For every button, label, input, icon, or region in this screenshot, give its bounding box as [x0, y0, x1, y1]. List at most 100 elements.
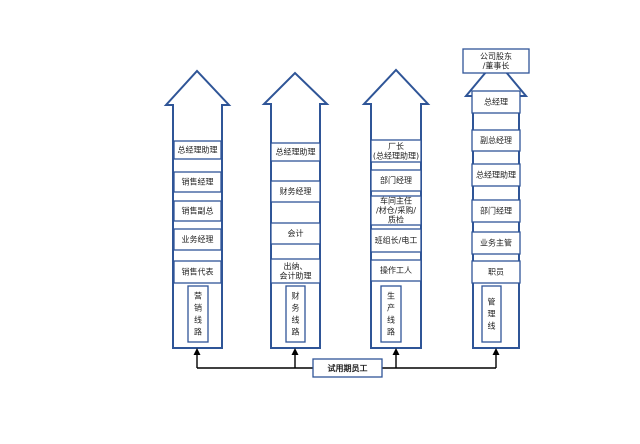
position-box-frame	[471, 163, 521, 187]
track-label-char: 线	[194, 315, 202, 325]
position-label: 职员	[488, 268, 504, 277]
track-label-char: 营	[194, 291, 202, 301]
position-box: 财务经理	[270, 180, 321, 203]
position-label: 会计助理	[280, 270, 312, 280]
position-box: 业务经理	[173, 228, 222, 251]
track-label-char: 路	[292, 327, 300, 337]
track-label-char: 生	[387, 291, 395, 301]
position-label: 厂长	[388, 141, 404, 151]
track-label-char: 线	[387, 315, 395, 325]
position-box: 总经理助理	[270, 142, 321, 162]
position-label: 销售代表	[182, 267, 214, 277]
position-label: 销售副总	[182, 206, 214, 216]
position-box: 业务主管	[471, 231, 521, 255]
position-box-frame	[173, 200, 222, 222]
position-label: 公司股东	[480, 51, 512, 61]
position-box: 总经理	[471, 90, 521, 114]
position-box-frame	[370, 169, 422, 192]
position-box-frame	[370, 228, 422, 253]
root-box: 试用期员工	[312, 358, 383, 378]
position-box-frame	[270, 180, 321, 203]
position-label: 总经理	[484, 97, 508, 107]
track-label-char: 路	[387, 327, 395, 337]
track-label-char: 理	[488, 310, 496, 319]
position-box-frame	[370, 195, 422, 226]
root-box-frame	[312, 358, 383, 378]
position-label: 业务主管	[480, 238, 512, 248]
position-box-frame	[370, 259, 422, 282]
position-box: 操作工人	[370, 259, 422, 282]
position-box: 副总经理	[471, 129, 521, 152]
position-label: 会计	[288, 228, 304, 238]
position-box-frame	[462, 48, 530, 74]
position-label: (总经理助理)	[373, 150, 419, 160]
position-label: 业务经理	[182, 234, 214, 244]
position-label: 质检	[388, 215, 404, 225]
track-label-char: 线	[292, 315, 300, 325]
position-box-frame	[173, 228, 222, 251]
track-label-char: 线	[488, 321, 496, 331]
position-label: 出纳、	[284, 261, 308, 271]
position-box-frame	[471, 199, 521, 223]
position-box-frame	[471, 129, 521, 152]
position-label: 部门经理	[480, 206, 512, 216]
track-label-char: 路	[194, 327, 202, 337]
track-label-frame	[481, 285, 502, 343]
position-label: 副总经理	[480, 135, 512, 145]
position-box-frame	[471, 260, 521, 284]
position-box-frame	[270, 258, 321, 284]
position-label: /董事长	[483, 60, 510, 70]
position-box: 总经理助理	[471, 163, 521, 187]
position-box: 部门经理	[370, 169, 422, 192]
position-label: 财务经理	[280, 186, 312, 196]
track-label: 管理线	[481, 285, 502, 343]
position-label: 总经理助理	[178, 145, 218, 155]
track-label-char: 管	[488, 297, 496, 307]
arrowhead-icon	[193, 348, 201, 355]
track-label-frame	[380, 285, 402, 343]
position-label: 车间主任	[380, 196, 412, 206]
position-box: 销售代表	[173, 260, 222, 284]
arrowhead-icon	[392, 348, 400, 355]
position-label: 总经理助理	[476, 170, 516, 180]
track-label-char: 务	[292, 303, 300, 313]
track-label-char: 销	[194, 303, 202, 313]
position-box: 职员	[471, 260, 521, 284]
position-box-frame	[270, 142, 321, 162]
track-label-frame	[187, 285, 209, 343]
position-box: 车间主任/材仓/采购/质检	[370, 195, 422, 226]
position-label: 操作工人	[380, 265, 412, 275]
position-label: 部门经理	[380, 175, 412, 185]
position-box: 公司股东/董事长	[462, 48, 530, 74]
position-box: 班组长/电工	[370, 228, 422, 253]
track-label-char: 财	[292, 291, 300, 301]
arrowhead-icon	[291, 348, 299, 355]
root-label: 试用期员工	[328, 363, 368, 373]
position-label: 销售经理	[182, 177, 214, 187]
position-box: 出纳、会计助理	[270, 258, 321, 284]
position-box: 销售经理	[173, 171, 222, 193]
position-box-frame	[173, 171, 222, 193]
position-box: 会计	[270, 222, 321, 245]
position-box: 厂长(总经理助理)	[370, 139, 422, 163]
position-box-frame	[173, 140, 222, 160]
position-box-frame	[370, 139, 422, 163]
position-box: 总经理助理	[173, 140, 222, 160]
track-label-char: 产	[387, 303, 395, 313]
position-box-frame	[173, 260, 222, 284]
position-box-frame	[471, 231, 521, 255]
arrowhead-icon	[492, 348, 500, 355]
position-label: 总经理助理	[276, 147, 316, 157]
position-label: /材仓/采购/	[376, 205, 416, 215]
position-box-frame	[471, 90, 521, 114]
track-label-frame	[285, 285, 306, 343]
position-label: 班组长/电工	[375, 235, 418, 245]
